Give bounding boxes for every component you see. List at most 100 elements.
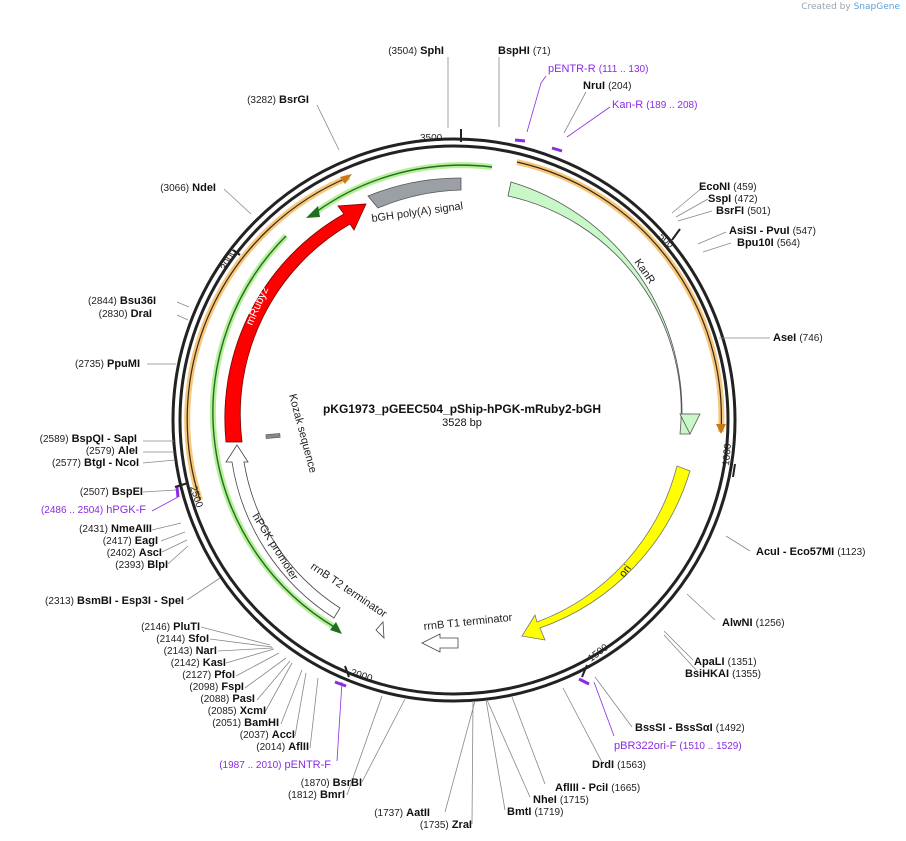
- site-label-bpu10i: Bpu10I (564): [737, 237, 800, 249]
- site-position: (746): [799, 333, 822, 344]
- site-name: AsiSI - PvuI: [729, 225, 790, 237]
- site-name: AseI: [773, 332, 796, 344]
- site-position: (1719): [535, 807, 564, 818]
- ori-arrow: [521, 465, 691, 641]
- site-position: (2393): [115, 560, 144, 571]
- site-position: (1355): [732, 669, 761, 680]
- site-position: (2143): [164, 646, 193, 657]
- site-label-bmti: BmtI (1719): [507, 806, 563, 818]
- site-position: (2085): [208, 706, 237, 717]
- site-name: SfoI: [188, 633, 209, 645]
- site-name: Bsu36I: [120, 295, 156, 307]
- feature-label-kozak: Kozak sequence: [286, 393, 319, 475]
- site-position: (1510 .. 1529): [679, 741, 741, 752]
- primer-mark-kan-r: [551, 146, 563, 153]
- site-name: BsrBI: [333, 777, 362, 789]
- site-label-fspi: (2098) FspI: [189, 681, 244, 693]
- site-name: SspI: [708, 193, 731, 205]
- orange-arc-right-core: [516, 161, 722, 433]
- site-position: (1812): [288, 790, 317, 801]
- site-position: (2146): [141, 622, 170, 633]
- site-label-asei: AseI (746): [773, 332, 823, 344]
- site-label-btgi-ncoi: (2577) BtgI - NcoI: [52, 457, 139, 469]
- site-label-bspqi-sapi: (2589) BspQI - SapI: [40, 433, 137, 445]
- site-name: AflII: [288, 741, 309, 753]
- site-name: DraI: [131, 308, 152, 320]
- tick-marks: [174, 129, 736, 678]
- site-label-drdi: DrdI (1563): [592, 759, 646, 771]
- kanr-arrow: [507, 181, 691, 435]
- site-position: (459): [733, 182, 756, 193]
- site-name: XcmI: [240, 705, 266, 717]
- site-position: (111 .. 130): [599, 64, 649, 75]
- kozak-box: [265, 433, 281, 439]
- site-label-nrui: NruI (204): [583, 80, 631, 92]
- site-name: BsiHKAI: [685, 668, 729, 680]
- site-position: (2486 .. 2504): [41, 505, 103, 516]
- site-label-bsihkai: BsiHKAI (1355): [685, 668, 761, 680]
- primer-mark-pbr322: [578, 677, 590, 686]
- site-position: (3066): [160, 183, 189, 194]
- site-name: BssSI - BssSαI: [635, 722, 713, 734]
- green-arc-left-head: [330, 622, 342, 634]
- site-label-pasi: (2088) PasI: [200, 693, 255, 705]
- orange-arc-left: [184, 174, 351, 501]
- mruby2-arrow: [224, 203, 367, 443]
- site-label-zrai: (1735) ZraI: [420, 819, 472, 831]
- backbone: [171, 137, 737, 703]
- site-label-bsrbi: (1870) BsrBI: [301, 777, 362, 789]
- site-name: Bpu10I: [737, 237, 774, 249]
- hpgk-promoter-arrow: [225, 444, 341, 619]
- site-position: (2577): [52, 458, 81, 469]
- site-name: NdeI: [192, 182, 216, 194]
- site-position: (1351): [728, 657, 757, 668]
- site-label-nhei: NheI (1715): [533, 794, 589, 806]
- site-label-kan-r: Kan-R (189 .. 208): [612, 99, 697, 111]
- plasmid-name: pKG1973_pGEEC504_pShip-hPGK-mRuby2-bGH: [323, 402, 601, 416]
- site-name: PluTI: [173, 621, 200, 633]
- site-label-afliii-pcii: AflIII - PciI (1665): [555, 782, 640, 794]
- site-position: (1563): [617, 760, 646, 771]
- orange-arc-right-head: [716, 424, 726, 434]
- site-label-nmeaiii: (2431) NmeAIII: [79, 523, 152, 535]
- feature-layer: [175, 138, 726, 688]
- site-position: (1123): [837, 547, 865, 558]
- green-arc-left-core: [212, 235, 337, 629]
- site-position: (564): [777, 238, 800, 249]
- site-label-drai: (2830) DraI: [99, 308, 152, 320]
- tick-1000: 1000: [721, 443, 734, 467]
- site-position: (2844): [88, 296, 117, 307]
- site-position: (1256): [756, 618, 785, 629]
- site-name: BspEI: [112, 486, 143, 498]
- site-name: BsmBI - Esp3I - SpeI: [77, 595, 184, 607]
- feature-label-hpgk: hPGK promoter: [249, 511, 300, 582]
- site-name: AcuI - Eco57MI: [756, 546, 834, 558]
- bgh-arrow: [367, 177, 462, 209]
- site-label-sfoi: (2144) SfoI: [156, 633, 209, 645]
- site-position: (1492): [716, 723, 745, 734]
- site-name: BmrI: [320, 789, 345, 801]
- site-label-ppumi: (2735) PpuMI: [75, 358, 140, 370]
- site-position: (1987 .. 2010): [219, 760, 281, 771]
- site-name: PpuMI: [107, 358, 140, 370]
- site-label-ndei: (3066) NdeI: [160, 182, 216, 194]
- leader-lines: [142, 57, 770, 825]
- site-label-bsrfi: BsrFI (501): [716, 205, 771, 217]
- site-label-bsphi: BspHI (71): [498, 45, 551, 57]
- site-label-pfoi: (2127) PfoI: [182, 669, 235, 681]
- feature-label-rrnb-t2: rrnB T2 terminator: [308, 561, 389, 621]
- site-position: (2014): [256, 742, 285, 753]
- green-arc-top-head: [306, 206, 320, 218]
- feature-label-rrnb-t1: rrnB T1 terminator: [423, 612, 513, 633]
- site-position: (71): [533, 46, 551, 57]
- primer-mark-pentr-f: [334, 680, 347, 688]
- site-label-nari: (2143) NarI: [164, 645, 217, 657]
- site-label-alwni: AlwNI (1256): [722, 617, 785, 629]
- site-position: (2579): [86, 446, 115, 457]
- site-label-bsmbi-esp3i-spei: (2313) BsmBI - Esp3I - SpeI: [45, 595, 184, 607]
- plasmid-title-group: pKG1973_pGEEC504_pShip-hPGK-mRuby2-bGH 3…: [323, 402, 601, 429]
- site-position: (2142): [171, 658, 200, 669]
- site-name: FspI: [221, 681, 244, 693]
- site-name: ApaLI: [694, 656, 725, 668]
